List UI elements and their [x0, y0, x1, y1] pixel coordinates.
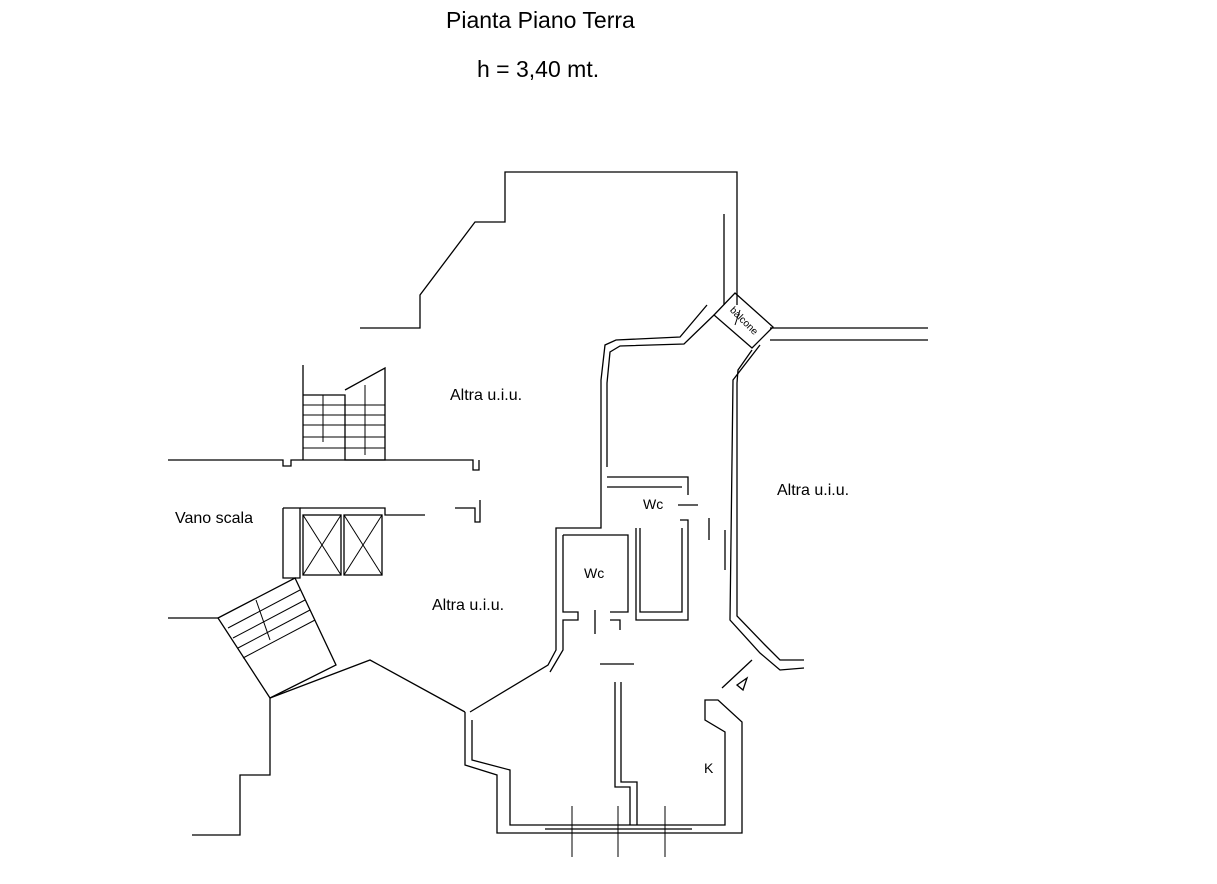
wc2-wall-left	[549, 535, 579, 673]
lift-shaft	[343, 514, 383, 576]
apartment-wall-right-outer	[729, 344, 805, 671]
balcone-outline	[713, 292, 774, 349]
lift-wall	[282, 507, 301, 579]
label-vano-scala: Vano scala	[175, 510, 253, 527]
lift-shaft	[302, 514, 342, 576]
outer-wall-bottom-left	[192, 698, 271, 836]
lower-stair	[217, 577, 337, 699]
label-altra-top: Altra u.i.u.	[450, 387, 523, 404]
wc1-wall-right	[635, 519, 689, 621]
apartment-wall-right-inner	[736, 349, 804, 661]
bottom-room-wall-outer	[464, 712, 545, 834]
lift-wall-top	[300, 507, 425, 516]
entrance-door-line	[721, 659, 753, 689]
entrance-door-mark	[735, 676, 749, 692]
bottom-room-wall-inner	[471, 720, 545, 826]
label-wc-1: Wc	[643, 496, 664, 512]
bottom-room-wall-right	[692, 699, 743, 834]
wc1-wall-right-inner	[639, 528, 683, 613]
wc2-wall	[563, 534, 629, 613]
label-kitchen: K	[704, 760, 714, 776]
outer-wall-top	[360, 171, 738, 329]
partition-stub	[455, 500, 481, 523]
balcone-rail	[734, 309, 741, 326]
apartment-wall-outer	[600, 304, 708, 467]
stair-outline	[303, 366, 386, 461]
label-altra-right: Altra u.i.u.	[777, 482, 850, 499]
plan-title: Pianta Piano Terra	[446, 7, 635, 33]
wc2-wall-bottom	[610, 619, 621, 630]
wc1-wall-inner	[607, 476, 689, 495]
partition-wall-inner	[620, 682, 638, 825]
partition-wall	[614, 682, 631, 825]
corridor-wall	[168, 459, 480, 471]
label-wc-2: Wc	[584, 565, 605, 581]
outer-wall-diagonal	[269, 659, 466, 713]
apartment-wall-inner	[606, 314, 715, 467]
wc1-wall-top	[469, 467, 602, 713]
plan-height-subtitle: h = 3,40 mt.	[477, 56, 600, 82]
label-altra-mid: Altra u.i.u.	[432, 597, 505, 614]
